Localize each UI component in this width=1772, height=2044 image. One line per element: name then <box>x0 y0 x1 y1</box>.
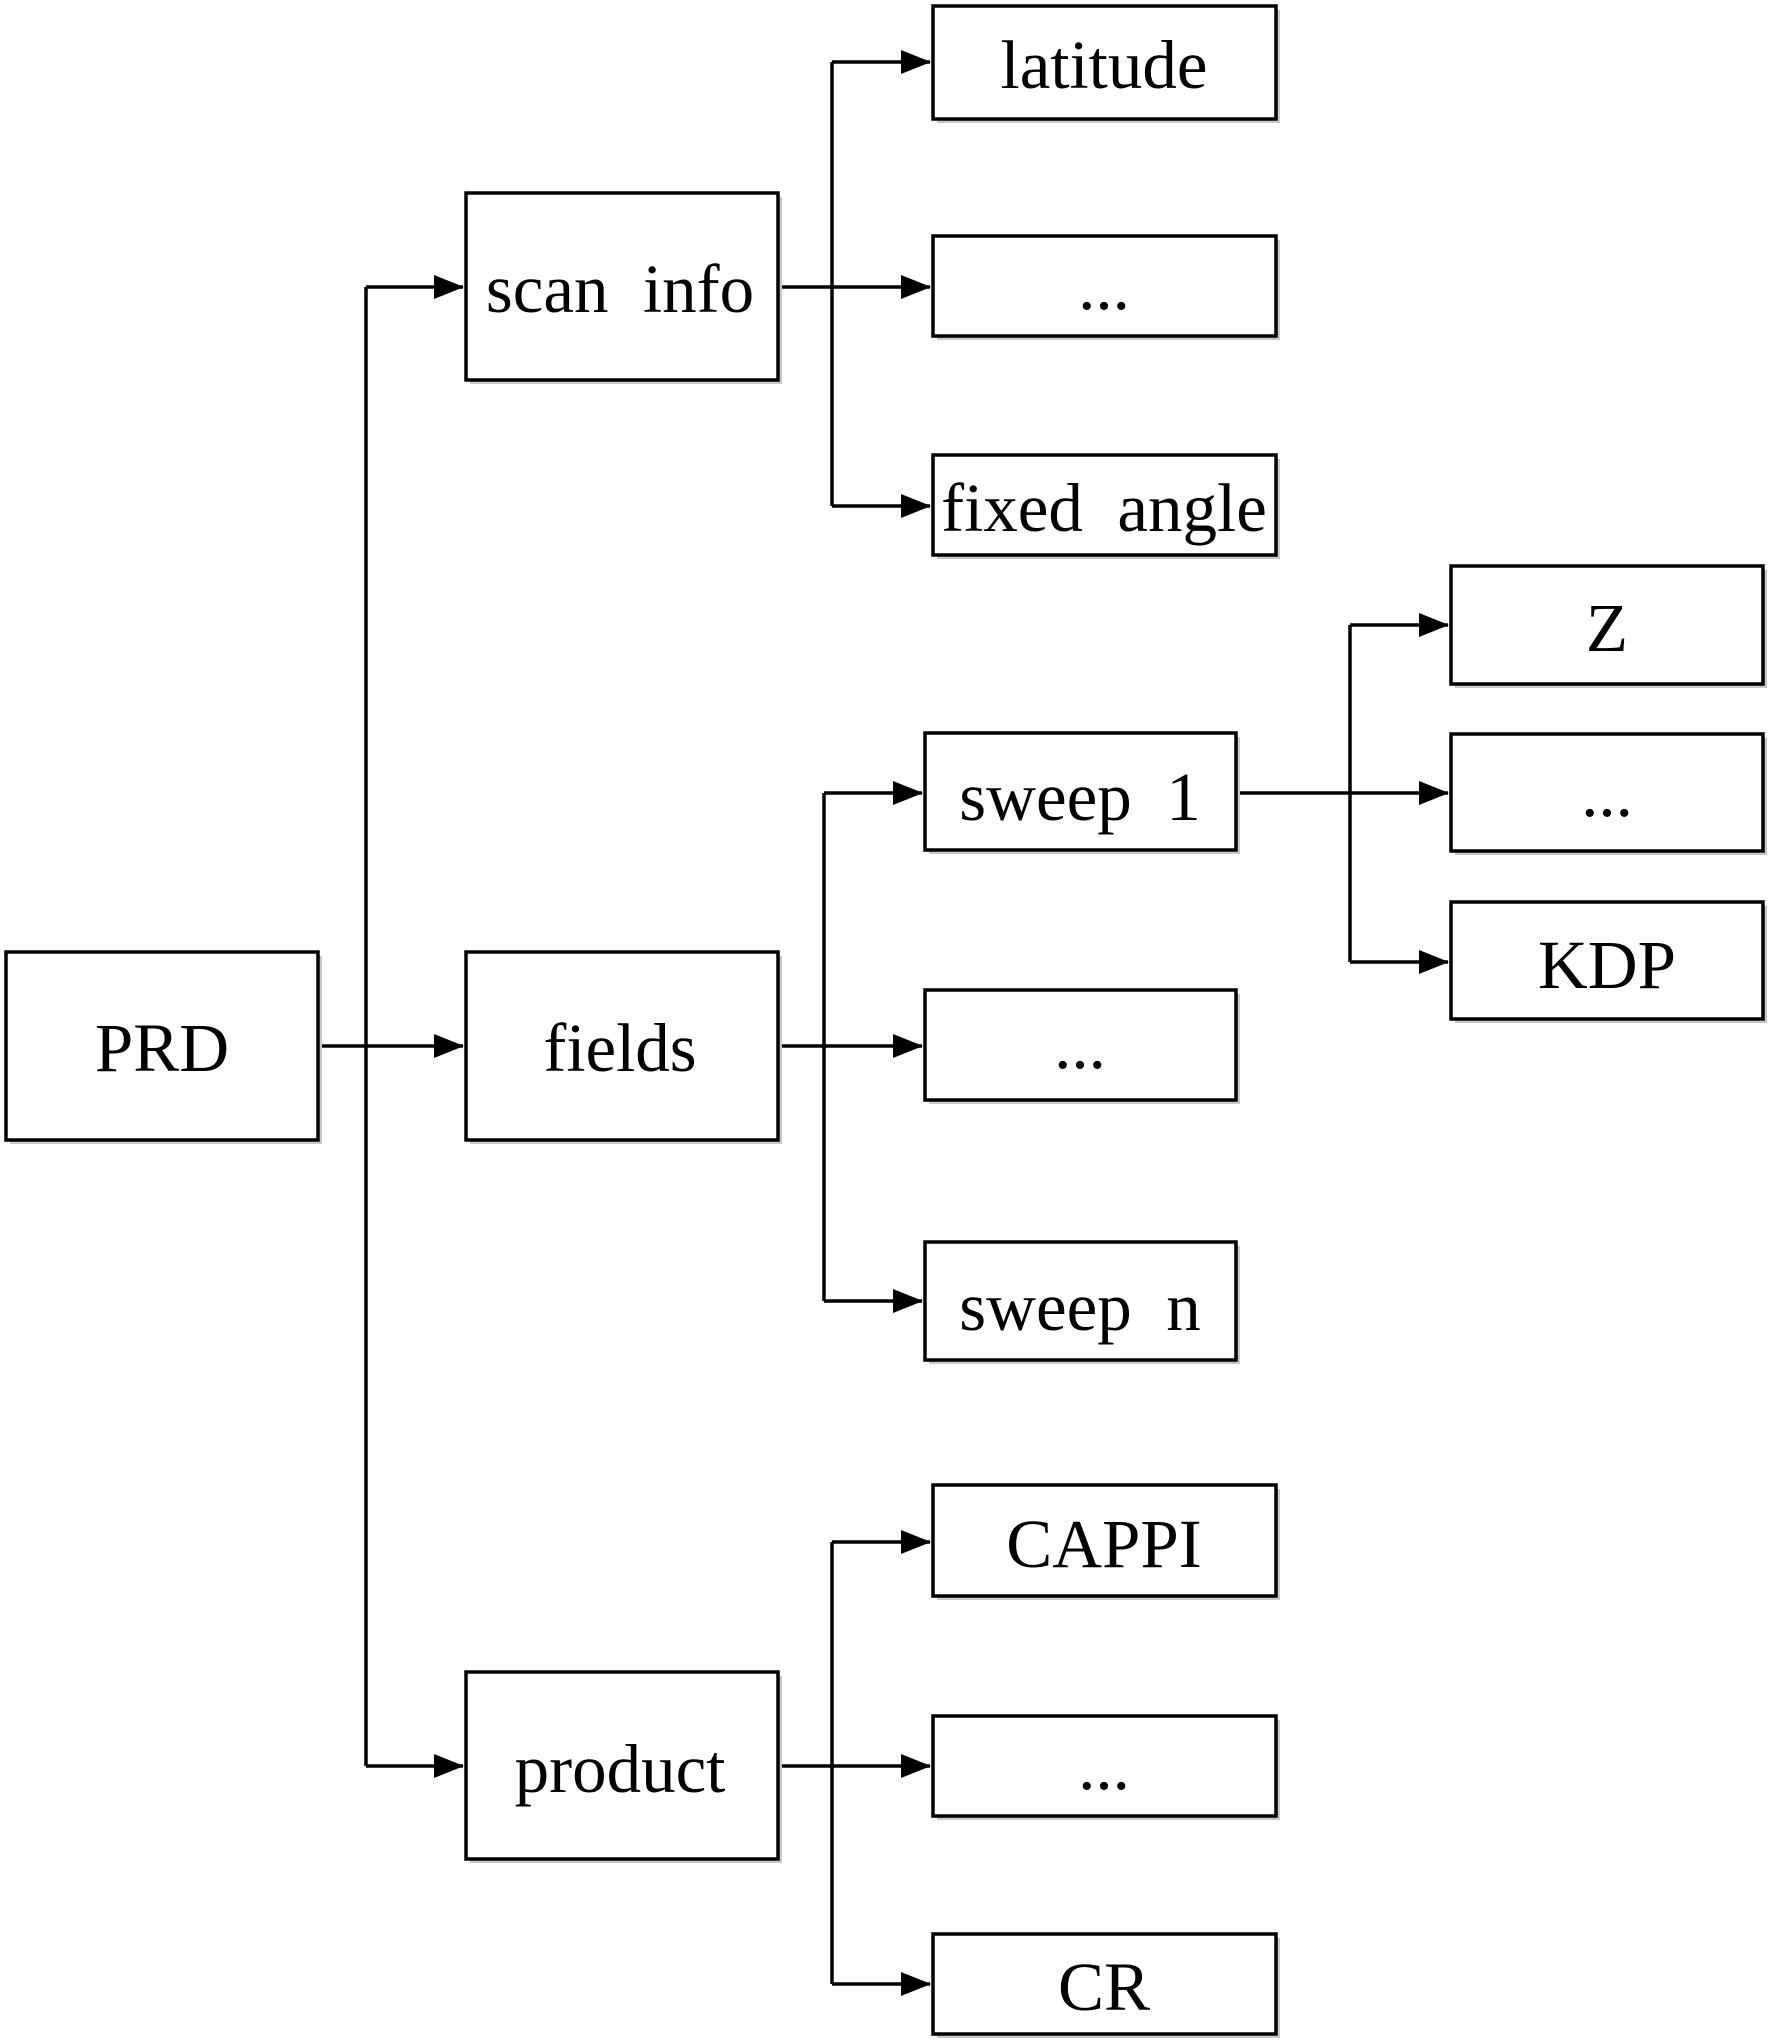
node-sweep-1-ellipsis-label: ... <box>1581 755 1633 831</box>
node-sweep-n: sweep n <box>923 1240 1240 1364</box>
node-cappi: CAPPI <box>931 1483 1280 1600</box>
fields-connectors <box>778 781 923 1313</box>
node-latitude-label: latitude <box>1001 27 1208 103</box>
node-scan-info-ellipsis: ... <box>931 234 1280 340</box>
node-product: product <box>464 1670 782 1863</box>
node-fields-ellipsis: ... <box>923 988 1240 1104</box>
node-scan-info-label: scan info <box>486 251 754 327</box>
node-fields-ellipsis-label: ... <box>1054 1007 1106 1083</box>
node-latitude: latitude <box>931 4 1280 123</box>
node-product-ellipsis-label: ... <box>1078 1728 1130 1804</box>
node-cappi-label: CAPPI <box>1006 1506 1202 1582</box>
node-fields-label: fields <box>543 1010 696 1086</box>
node-fixed-angle: fixed angle <box>931 453 1280 559</box>
node-fixed-angle-label: fixed angle <box>941 470 1267 546</box>
node-z: Z <box>1449 564 1767 688</box>
node-scan-info-ellipsis-label: ... <box>1078 248 1130 324</box>
node-sweep-n-label: sweep n <box>959 1269 1200 1345</box>
node-product-label: product <box>515 1731 726 1807</box>
node-cr-label: CR <box>1058 1949 1150 2025</box>
node-sweep-1: sweep 1 <box>923 731 1240 854</box>
node-sweep-1-ellipsis: ... <box>1449 732 1767 855</box>
sweep-1-connectors <box>1236 613 1449 974</box>
node-fields: fields <box>464 950 782 1144</box>
node-product-ellipsis: ... <box>931 1714 1280 1820</box>
node-prd: PRD <box>4 950 322 1144</box>
node-cr: CR <box>931 1932 1280 2038</box>
product-connectors <box>778 1530 931 1996</box>
node-kdp: KDP <box>1449 900 1767 1023</box>
scan-info-connectors <box>778 50 931 518</box>
node-z-label: Z <box>1586 590 1628 666</box>
node-scan-info: scan info <box>464 191 782 384</box>
node-prd-label: PRD <box>95 1010 229 1086</box>
node-sweep-1-label: sweep 1 <box>959 759 1200 835</box>
root-connectors <box>318 275 464 1778</box>
node-kdp-label: KDP <box>1538 927 1676 1003</box>
